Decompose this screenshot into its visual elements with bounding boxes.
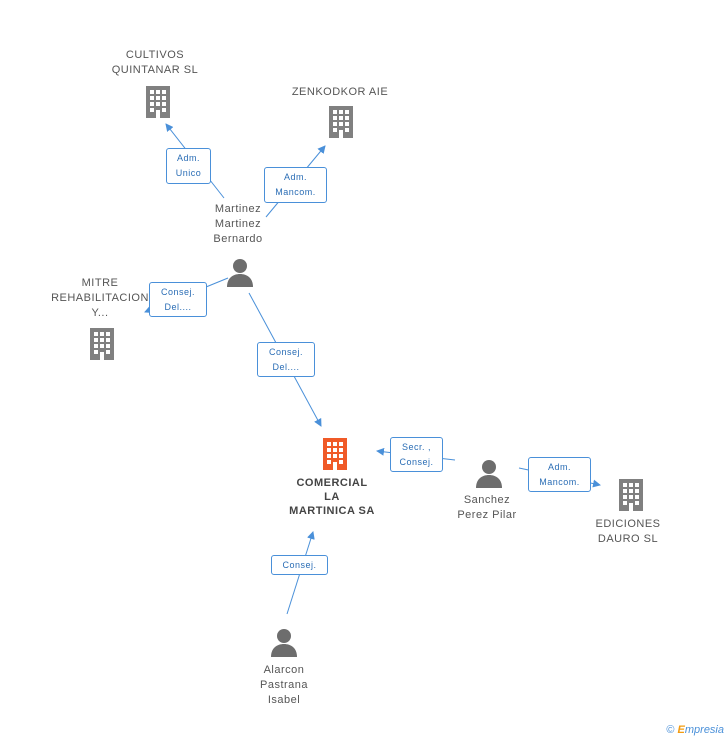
building-icon[interactable] — [325, 104, 357, 140]
edge-label-consej[interactable]: Consej. — [271, 555, 328, 575]
brand-logo-initial: E — [677, 724, 685, 736]
person-icon[interactable] — [474, 457, 504, 489]
building-icon[interactable] — [615, 477, 647, 513]
brand-logo-text: mpresia — [684, 724, 724, 736]
person-icon[interactable] — [269, 626, 299, 658]
node-label-comercial[interactable]: COMERCIAL LA MARTINICA SA — [289, 477, 375, 517]
edge-label-adm-unico[interactable]: Adm. Unico — [166, 148, 211, 184]
copyright-icon: © — [666, 724, 675, 736]
node-label-alarcon[interactable]: Alarcon Pastrana Isabel — [259, 664, 309, 706]
building-icon[interactable] — [319, 436, 351, 472]
person-icon[interactable] — [225, 256, 255, 288]
brand-footer[interactable]: © Empresia — [666, 724, 724, 736]
building-icon[interactable] — [86, 326, 118, 362]
edge-label-consej-del[interactable]: Consej. Del.... — [149, 282, 207, 317]
edge-label-adm-mancom[interactable]: Adm. Mancom. — [264, 167, 327, 203]
building-icon[interactable] — [142, 84, 174, 120]
node-label-mitre[interactable]: MITRE REHABILITACION Y... — [51, 277, 149, 319]
edge-label-adm-mancom[interactable]: Adm. Mancom. — [528, 457, 591, 492]
node-label-cultivos[interactable]: CULTIVOS QUINTANAR SL — [111, 49, 199, 76]
edge-label-secr-consej[interactable]: Secr. , Consej. — [390, 437, 443, 472]
node-label-martinez[interactable]: Martinez Martinez Bernardo — [213, 203, 263, 245]
node-label-zenkodkor[interactable]: ZENKODKOR AIE — [291, 86, 389, 98]
edge-label-consej-del[interactable]: Consej. Del.... — [257, 342, 315, 377]
node-label-ediciones[interactable]: EDICIONES DAURO SL — [595, 518, 661, 545]
node-label-sanchez[interactable]: Sanchez Perez Pilar — [457, 494, 517, 521]
